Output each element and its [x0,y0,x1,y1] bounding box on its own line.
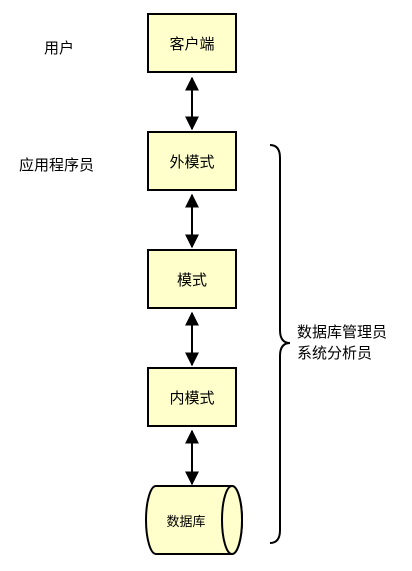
role-user-label: 用户 [44,39,75,57]
external-schema-box: 外模式 [147,131,237,191]
role-admin-line-1: 数据库管理员 [297,323,388,341]
role-programmer-label: 应用程序员 [19,156,95,174]
role-admin-label: 数据库管理员 系统分析员 [297,322,387,364]
schema-box: 模式 [147,249,237,309]
curly-bracket [269,144,291,544]
database-label: 数据库 [166,514,206,530]
internal-schema-box: 内模式 [147,367,237,427]
database-cylinder [145,485,243,555]
role-admin-line-2: 系统分析员 [297,344,373,362]
client-box: 客户端 [147,13,237,73]
